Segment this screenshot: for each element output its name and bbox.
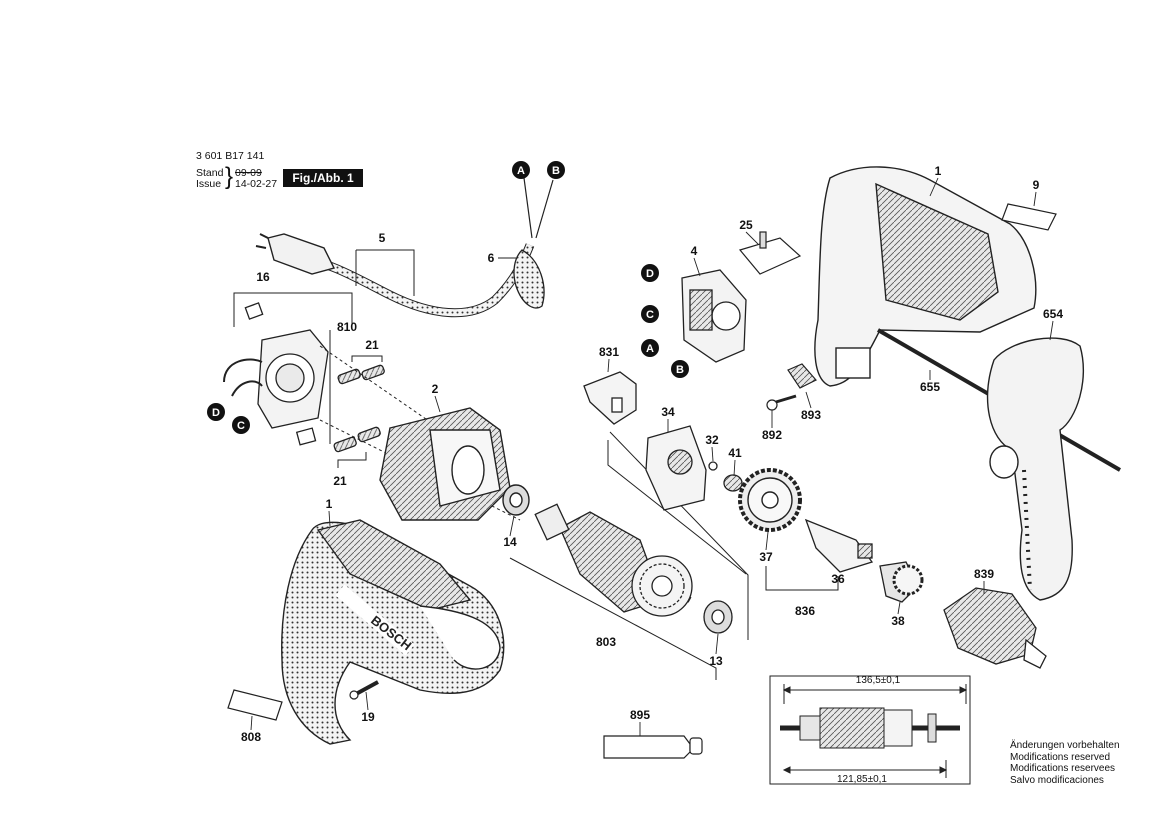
connector-a-switch: A (641, 339, 659, 357)
part-label-9: 9 (1033, 178, 1040, 192)
stand-value: 09-09 (235, 167, 262, 179)
field-stator (379, 407, 511, 521)
label-leaders (250, 177, 1054, 736)
part-label-14: 14 (503, 535, 517, 549)
part-label-32: 32 (705, 433, 719, 447)
connector-c-switch: C (641, 305, 659, 323)
motor-housing (814, 166, 1037, 387)
svg-text:A: A (646, 343, 654, 355)
part-label-1-housing: 1 (935, 164, 942, 178)
part-label-21-top: 21 (365, 338, 379, 352)
part-label-36: 36 (831, 572, 845, 586)
power-cord (255, 177, 554, 318)
connector-c-brush: C (232, 416, 250, 434)
part-label-810: 810 (337, 320, 357, 334)
part-label-41: 41 (728, 446, 742, 460)
clamp-893 (787, 363, 817, 389)
switch (681, 269, 747, 363)
part-label-16: 16 (256, 270, 270, 284)
bearing-14 (502, 484, 530, 516)
switch-locking (738, 231, 802, 275)
part-label-21-bottom: 21 (333, 474, 347, 488)
dimension-drawing (769, 675, 971, 785)
part-label-893: 893 (801, 408, 821, 422)
note-de: Änderungen vorbehalten (1010, 740, 1120, 751)
part-number: 3 601 B17 141 (196, 150, 265, 162)
keyless-chuck (943, 587, 1047, 669)
connector-d-brush: D (207, 403, 225, 421)
figure-label: Fig./Abb. 1 (283, 169, 363, 187)
svg-text:B: B (676, 364, 684, 376)
part-label-654: 654 (1043, 307, 1063, 321)
part-label-37: 37 (759, 550, 773, 564)
part-label-2: 2 (432, 382, 439, 396)
part-label-831: 831 (599, 345, 619, 359)
part-label-25: 25 (739, 218, 753, 232)
part-label-19: 19 (361, 710, 375, 724)
part-label-808: 808 (241, 730, 261, 744)
part-label-839: 839 (974, 567, 994, 581)
armature (534, 503, 733, 634)
part-label-4: 4 (691, 244, 698, 258)
issue-value: 14-02-27 (235, 178, 278, 190)
ring-gear (879, 561, 924, 603)
part-label-836: 836 (795, 604, 815, 618)
stand-label: Stand (196, 167, 224, 179)
connector-b-top: B (547, 161, 565, 179)
svg-text:B: B (552, 165, 560, 177)
issue-label: Issue (196, 178, 222, 190)
cover-831 (583, 371, 637, 425)
connector-b-switch: B (671, 360, 689, 378)
part-label-13: 13 (709, 654, 723, 668)
gear (738, 468, 802, 532)
leader-lines (355, 249, 516, 296)
part-label-6: 6 (488, 251, 495, 265)
dimension-overall: 136,5±0,1 (856, 675, 901, 686)
complete-tool (281, 519, 505, 745)
part-label-34: 34 (661, 405, 675, 419)
nameplate-808 (227, 689, 283, 721)
nameplate-9 (1001, 203, 1057, 231)
brace-icon: } (225, 163, 234, 190)
dimension-inner: 121,85±0,1 (837, 774, 887, 785)
auxiliary-handle (876, 328, 1122, 601)
spindle (804, 518, 874, 573)
svg-text:D: D (212, 407, 220, 419)
connector-d-switch: D (641, 264, 659, 282)
part-label-803: 803 (596, 635, 616, 649)
part-label-895: 895 (630, 708, 650, 722)
note-es: Salvo modificaciones (1010, 774, 1104, 786)
svg-text:D: D (646, 268, 654, 280)
bearing-plate (645, 425, 743, 511)
note-en: Modifications reserved (1010, 751, 1111, 763)
note-fr: Modifications reservees (1010, 763, 1116, 774)
part-label-38: 38 (891, 614, 905, 628)
grease-tube (603, 735, 703, 759)
svg-text:A: A (517, 165, 525, 177)
screw-19 (349, 680, 379, 700)
brush-holder-assembly (223, 292, 385, 453)
screw-892 (766, 394, 797, 411)
connector-a-top: A (512, 161, 530, 179)
part-label-655: 655 (920, 380, 940, 394)
svg-text:C: C (237, 420, 245, 432)
part-label-1-tool: 1 (326, 497, 333, 511)
part-label-5: 5 (379, 231, 386, 245)
svg-text:C: C (646, 309, 654, 321)
modification-notes: Änderungen vorbehalten Modifications res… (1010, 740, 1120, 786)
part-label-892: 892 (762, 428, 782, 442)
